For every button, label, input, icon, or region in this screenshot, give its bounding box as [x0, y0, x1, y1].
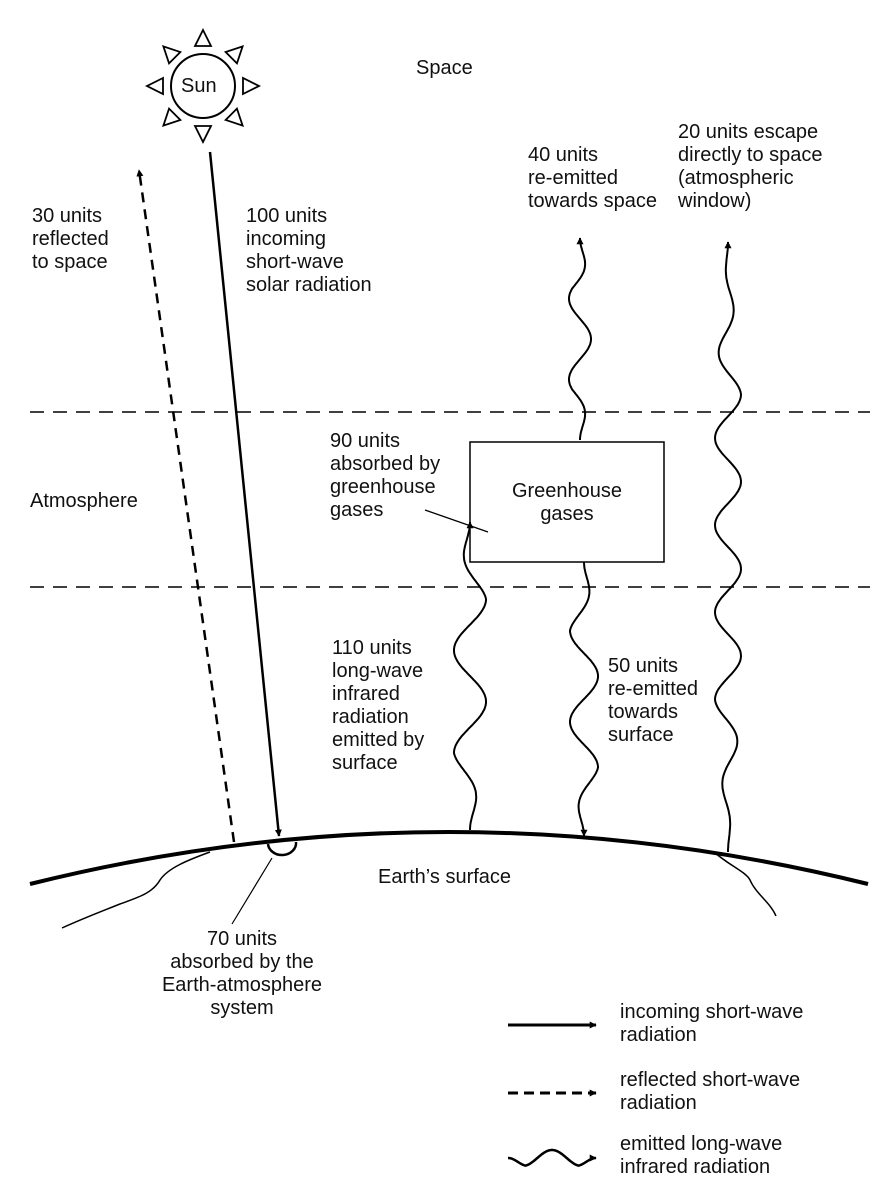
window-label: 20 units escape directly to space (atmos…	[678, 121, 823, 212]
sun-ray	[223, 44, 245, 66]
legend-reflected-label: reflected short-wave radiation	[620, 1069, 801, 1114]
legend-wave-arrow	[508, 1148, 597, 1167]
absorption-point-icon	[266, 841, 298, 857]
incoming-label: 100 units incoming short-wave solar radi…	[246, 205, 372, 296]
atmosphere-label: Atmosphere	[30, 490, 138, 512]
earth-surface-curve	[29, 830, 869, 886]
absorbed-ghg-label: 90 units absorbed by greenhouse gases	[330, 430, 441, 521]
space-label: Space	[416, 57, 473, 79]
incoming-solar-arrow	[208, 151, 282, 837]
reemitted-surface-label: 50 units re-emitted towards surface	[608, 655, 699, 746]
coastline-right	[713, 851, 777, 917]
absorbed-surface-label: 70 units absorbed by the Earth-atmospher…	[161, 928, 323, 1019]
window-wave-arrow	[713, 241, 743, 852]
coastline-left	[61, 851, 211, 929]
reemitted-space-wave-arrow	[568, 237, 592, 440]
surface-emitted-wave-arrow	[453, 521, 487, 830]
absorbed-leader-line	[231, 857, 273, 925]
reemitted-surface-wave-arrow	[569, 562, 599, 837]
sun-ray	[223, 106, 245, 128]
ghg-leader-line	[424, 509, 489, 533]
earth-surface-label: Earth’s surface	[378, 866, 512, 888]
sun-ray	[242, 76, 262, 96]
sun-ray	[144, 76, 164, 96]
reflected-arrow	[136, 169, 236, 843]
sun-ray	[193, 125, 213, 145]
reemitted-space-label: 40 units re-emitted towards space	[528, 144, 657, 212]
sun-label: Sun	[181, 75, 217, 97]
greenhouse-gases-box	[469, 441, 665, 563]
sun-ray	[161, 44, 183, 66]
sun-icon	[144, 27, 262, 145]
legend-emitted-label: emitted long-wave infrared radiation	[620, 1133, 783, 1178]
sun-ray	[161, 106, 183, 128]
reflected-label: 30 units reflected to space	[32, 205, 109, 273]
legend-incoming-label: incoming short-wave radiation	[620, 1001, 804, 1046]
sun-ray	[193, 27, 213, 47]
emitted-surface-label: 110 units long-wave infrared radiation e…	[332, 637, 425, 774]
greenhouse-gases-label: Greenhouse gases	[511, 480, 623, 525]
